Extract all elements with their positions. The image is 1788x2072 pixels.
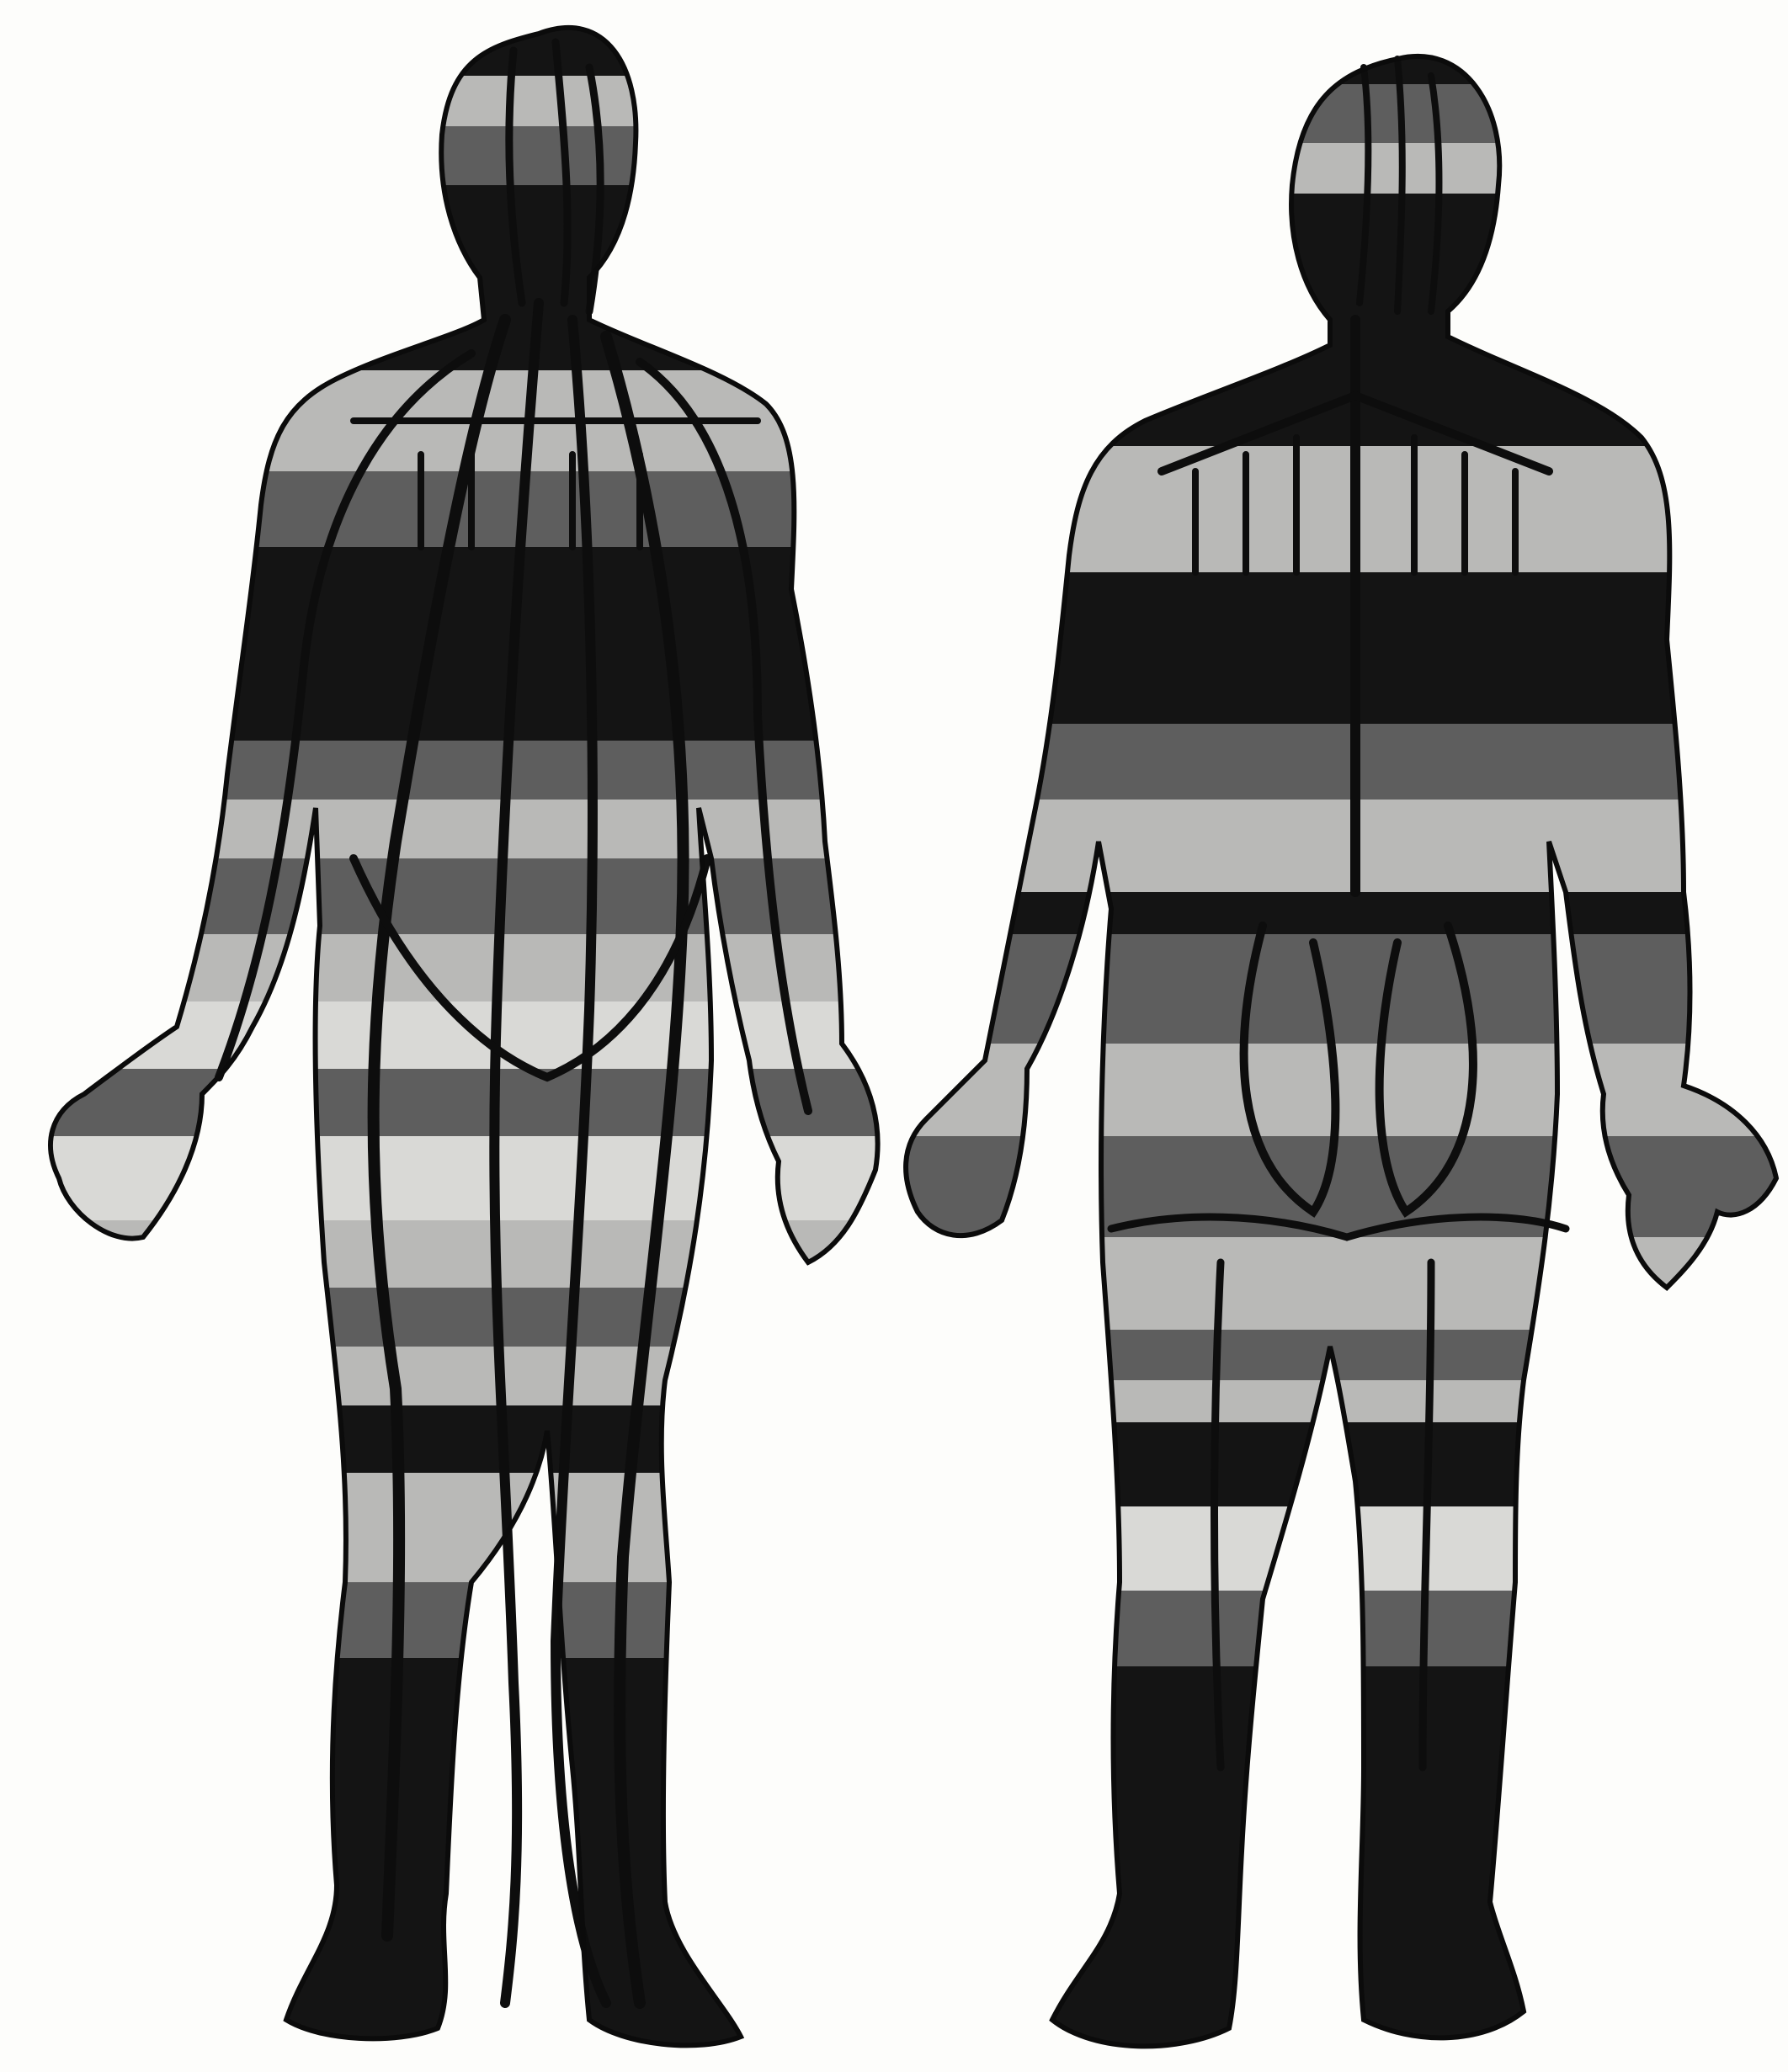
front-figure: [0, 0, 892, 2072]
front-dermatome-bands: [0, 0, 892, 2072]
back-figure: [892, 0, 1788, 2072]
back-dermatome-bands: [892, 0, 1788, 2072]
